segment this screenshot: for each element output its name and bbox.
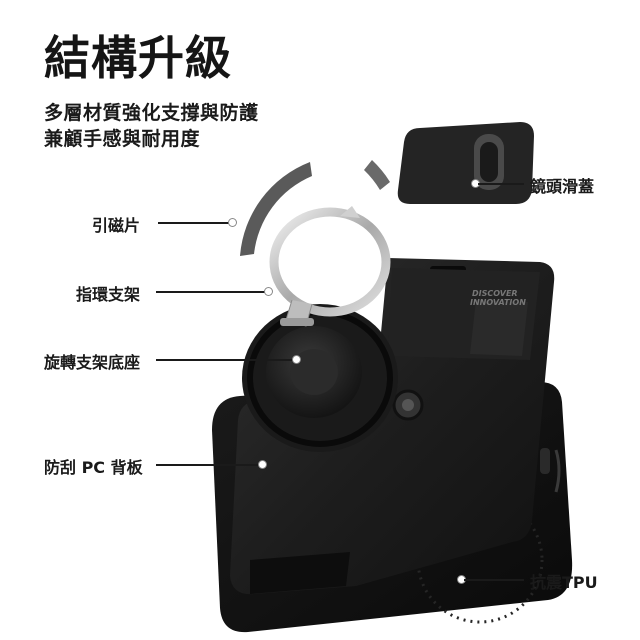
callout-back-line (156, 464, 260, 466)
case-print-line2: INNOVATION (470, 298, 526, 307)
side-button (540, 448, 550, 474)
callout-tpu-dot (458, 576, 465, 583)
ring-holder (269, 206, 391, 327)
subtitle-line-2: 兼顧手感與耐用度 (44, 128, 201, 150)
case-print-line1: DISCOVER (472, 289, 518, 298)
callout-magnet-dot (229, 219, 236, 226)
callout-lens-label: 鏡頭滑蓋 (530, 177, 595, 196)
rotating-stand-base (242, 304, 398, 452)
pc-back-plate (230, 258, 555, 595)
lens-slide-cover (397, 122, 534, 204)
callout-ring-line (156, 291, 266, 293)
page-title: 結構升級 (44, 31, 232, 85)
callout-base-label: 旋轉支架底座 (44, 353, 141, 372)
callout-back-label: 防刮 PC 背板 (44, 458, 143, 477)
callout-magnet-label: 引磁片 (92, 216, 141, 235)
callout-ring-dot (265, 288, 272, 295)
callout-lens-line (478, 183, 524, 185)
callout-base-dot (293, 356, 300, 363)
callout-base-line (156, 359, 294, 361)
magnetic-plate (240, 160, 390, 256)
callout-tpu-label: 抗震TPU (530, 573, 598, 592)
callout-tpu-line (464, 579, 524, 581)
callout-lens-dot (472, 180, 479, 187)
callout-ring-label: 指環支架 (76, 285, 141, 304)
callout-back-dot (259, 461, 266, 468)
callout-magnet-line (158, 222, 230, 224)
subtitle-line-1: 多層材質強化支撐與防護 (44, 102, 259, 124)
